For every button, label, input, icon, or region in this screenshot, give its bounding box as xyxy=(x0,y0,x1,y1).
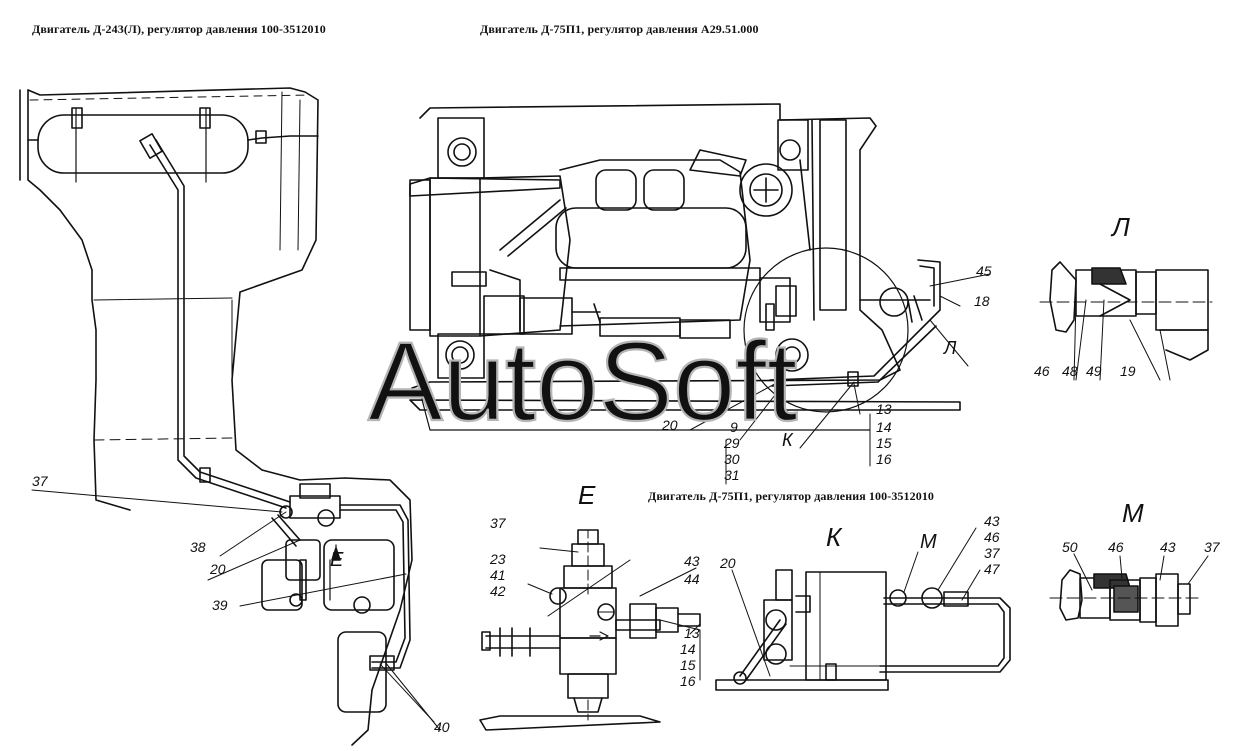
d75p1-engine xyxy=(409,103,991,485)
callout-37-K: 37 xyxy=(984,545,1001,561)
view-M-detail xyxy=(1049,553,1209,627)
callout-14-E: 14 xyxy=(680,641,696,657)
callout-labels: 37 38 20 39 40 45 18 Л 13 14 15 16 20 9 … xyxy=(32,263,1221,735)
title-d75p1-a29: Двигатель Д-75П1, регулятор давления А29… xyxy=(480,22,759,36)
callout-16-top: 16 xyxy=(876,451,892,467)
callout-31: 31 xyxy=(724,467,740,483)
callout-38: 38 xyxy=(190,539,206,555)
callout-45: 45 xyxy=(976,263,992,279)
callout-46-K: 46 xyxy=(984,529,1000,545)
view-letter-K: К xyxy=(826,522,843,552)
callout-23: 23 xyxy=(489,551,506,567)
callout-50: 50 xyxy=(1062,539,1078,555)
callout-37-M: 37 xyxy=(1204,539,1221,555)
callout-19: 19 xyxy=(1120,363,1136,379)
callout-39: 39 xyxy=(212,597,228,613)
callout-43-K: 43 xyxy=(984,513,1000,529)
title-d75p1-100: Двигатель Д-75П1, регулятор давления 100… xyxy=(648,489,935,503)
view-letter-M: М xyxy=(1122,498,1144,528)
view-K-detail xyxy=(715,527,1011,691)
callout-42: 42 xyxy=(490,583,506,599)
callout-15-top: 15 xyxy=(876,435,892,451)
callout-15-E: 15 xyxy=(680,657,696,673)
callout-30: 30 xyxy=(724,451,740,467)
callout-46-M: 46 xyxy=(1108,539,1124,555)
callout-41: 41 xyxy=(490,567,506,583)
callout-49: 49 xyxy=(1086,363,1102,379)
callout-37-E: 37 xyxy=(490,515,507,531)
view-letter-E: Е xyxy=(578,480,596,510)
callout-13-E: 13 xyxy=(684,625,700,641)
d243-assembly xyxy=(19,87,441,746)
callout-L-ref: Л xyxy=(943,338,957,358)
callout-43-M: 43 xyxy=(1160,539,1176,555)
callout-16-E: 16 xyxy=(680,673,696,689)
callout-20-left: 20 xyxy=(209,561,226,577)
watermark-text: AutoSoft xyxy=(368,319,798,444)
title-d243: Двигатель Д-243(Л), регулятор давления 1… xyxy=(32,22,326,36)
callout-20-K: 20 xyxy=(719,555,736,571)
callout-29: 29 xyxy=(723,435,740,451)
callout-13-top: 13 xyxy=(876,401,892,417)
callout-47: 47 xyxy=(984,561,1001,577)
view-E-regulator xyxy=(479,529,701,731)
callout-40: 40 xyxy=(434,719,450,735)
callout-37-left: 37 xyxy=(32,473,49,489)
view-letter-L: Л xyxy=(1110,212,1130,242)
view-letters: Л Е К М Е xyxy=(330,212,1144,571)
callout-18: 18 xyxy=(974,293,990,309)
callout-9: 9 xyxy=(730,419,738,435)
callout-48: 48 xyxy=(1062,363,1078,379)
callout-14-top: 14 xyxy=(876,419,892,435)
callout-M-ref: М xyxy=(920,531,937,553)
callout-K-ref: К xyxy=(782,430,794,450)
callout-43-E: 43 xyxy=(684,553,700,569)
callout-46-L: 46 xyxy=(1034,363,1050,379)
view-letter-E-left: Е xyxy=(330,549,344,571)
callout-44: 44 xyxy=(684,571,700,587)
view-L-detail xyxy=(1039,261,1213,381)
callout-20-top: 20 xyxy=(661,417,678,433)
